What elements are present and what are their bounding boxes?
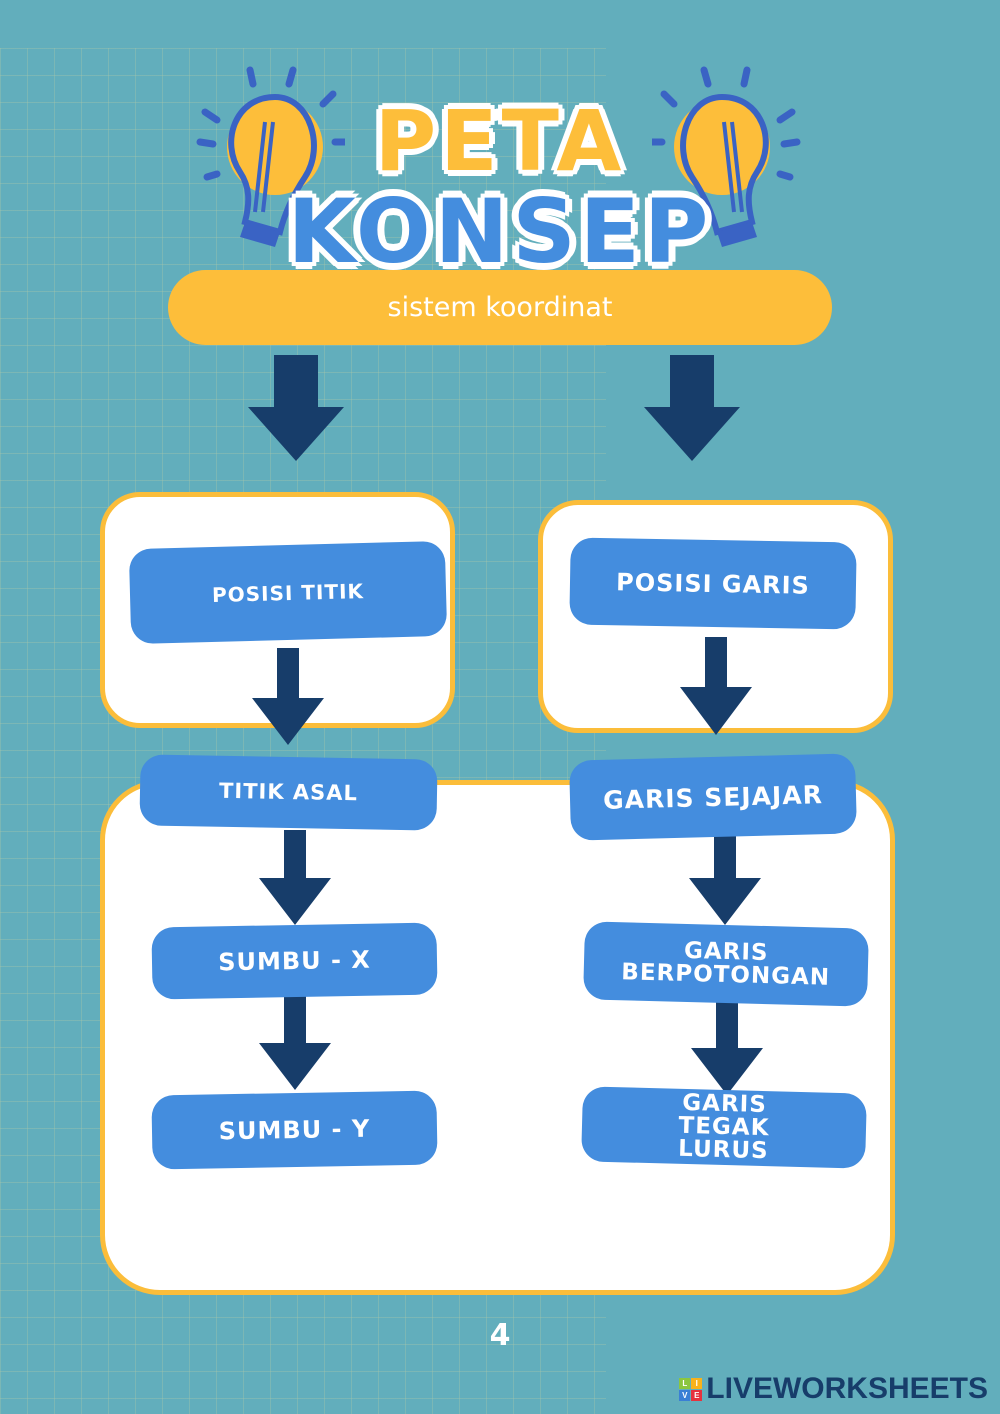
node-sumbu-x: SUMBU - X xyxy=(151,922,438,1000)
node-garis-berpotongan: GARIS BERPOTONGAN xyxy=(583,921,869,1007)
node-sumbu-y: SUMBU - Y xyxy=(151,1090,438,1170)
lightbulb-icon-right xyxy=(652,66,801,247)
node-garis-sejajar: GARIS SEJAJAR xyxy=(569,753,857,841)
title-peta: PETA xyxy=(374,92,626,190)
arrow-down-icon xyxy=(248,355,344,461)
node-titik-asal: TITIK ASAL xyxy=(139,754,438,831)
node-posisi-garis: POSISI GARIS xyxy=(569,537,857,630)
page-number: 4 xyxy=(489,1318,511,1353)
topic-banner: sistem koordinat xyxy=(168,270,832,345)
items-box xyxy=(100,780,895,1295)
logo-icon: L I V E xyxy=(679,1377,703,1401)
logo-letter: V xyxy=(679,1389,691,1401)
logo-letter: E xyxy=(691,1389,703,1401)
node-posisi-titik: POSISI TITIK xyxy=(128,540,448,645)
arrow-down-icon xyxy=(259,830,331,925)
arrow-down-icon xyxy=(644,355,740,461)
logo-letter: I xyxy=(691,1377,703,1389)
lightbulb-icon-left xyxy=(196,66,345,247)
logo-letter: L xyxy=(679,1377,691,1389)
title-konsep: KONSEP xyxy=(287,180,713,283)
arrow-down-icon xyxy=(252,648,324,745)
arrow-down-icon xyxy=(691,1000,763,1095)
logo-text: LIVEWORKSHEETS xyxy=(706,1372,988,1405)
node-garis-tegak-lurus: GARIS TEGAK LURUS xyxy=(581,1086,867,1169)
arrow-down-icon xyxy=(259,995,331,1090)
arrow-down-icon xyxy=(680,637,752,735)
arrow-down-icon xyxy=(689,830,761,925)
liveworksheets-logo: L I V E LIVEWORKSHEETS xyxy=(679,1372,988,1406)
